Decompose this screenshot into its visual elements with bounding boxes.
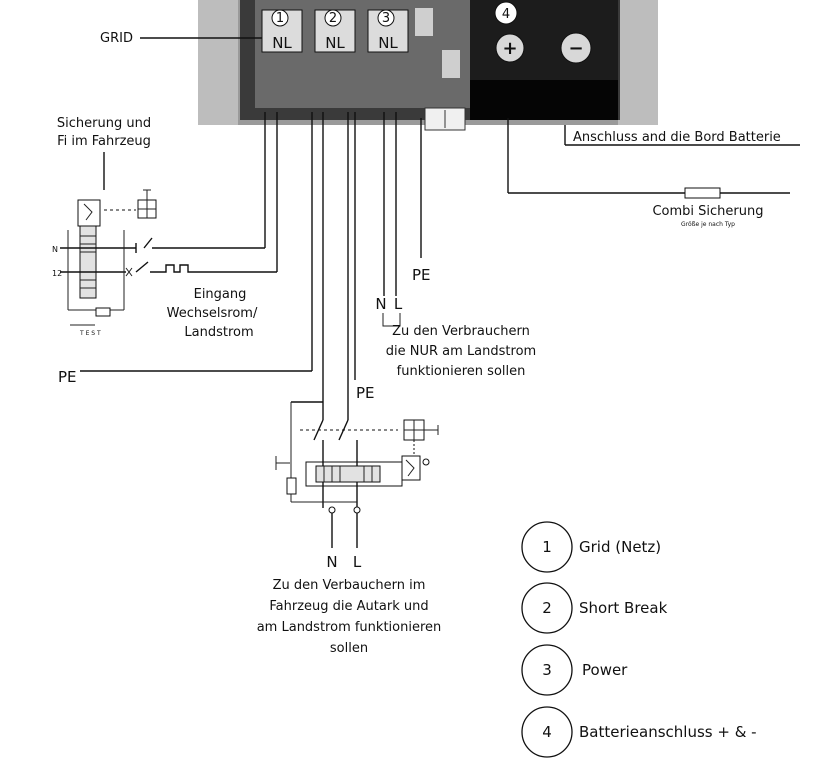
all-consumers-line3: am Landstrom funktionieren (257, 620, 442, 635)
terminal-number-2: 2 (329, 11, 337, 26)
legend-number-3: 3 (542, 661, 552, 679)
legend-circle-4 (521, 706, 573, 758)
upper-rcd-resistor (95, 307, 111, 317)
lower-rcd-trip-coil (405, 459, 415, 477)
legend: 1 Grid (Netz) 2 Short Break 3 Power 4 Ba… (521, 521, 757, 758)
upper-rcd-l-breaker (150, 264, 196, 273)
device-left-fins (198, 0, 238, 125)
battery-terminal-block (470, 0, 618, 80)
lower-rcd-trip-contact (422, 458, 430, 466)
input-label-line2: Wechselsrom/ (167, 306, 258, 321)
upper-rcd-test-label: T E S T (79, 330, 101, 337)
legend-number-2: 2 (542, 599, 552, 617)
pe-right-label: PE (412, 266, 431, 284)
shore-bracket (382, 313, 401, 327)
terminal-number-circle-4 (494, 1, 518, 25)
terminal-number-circle-3 (377, 9, 395, 27)
lower-rcd-test-button (275, 456, 290, 470)
upper-rcd-symbol: N 12 T E S T (52, 189, 277, 337)
device-relay (415, 8, 433, 36)
battery-connection-label: Anschluss and die Bord Batterie (573, 130, 781, 145)
battery-plus-sign: + (502, 38, 517, 59)
upper-rcd-trip-box (77, 199, 101, 227)
legend-circle-3 (521, 644, 573, 696)
all-consumers-line2: Fahrzeug die Autark und (269, 599, 428, 614)
terminal-number-3: 3 (382, 11, 390, 26)
upper-rcd-trip-coil (83, 203, 93, 221)
legend-text-3: Power (582, 661, 628, 679)
battery-plus-terminal (495, 33, 525, 63)
shore-consumers-line3: funktionieren sollen (397, 364, 526, 379)
lower-rcd-trip-box (401, 455, 421, 481)
lower-rcd-core (315, 465, 381, 483)
lower-n-label: N (326, 553, 337, 571)
shore-l-label: L (394, 295, 403, 313)
battery-terminal-base (470, 80, 618, 120)
all-consumers-line1: Zu den Verbauchern im (273, 578, 426, 593)
device-right-fins (618, 0, 658, 125)
lower-rcd-l-terminal (353, 506, 361, 514)
battery-minus-terminal (560, 32, 592, 64)
pe-left-label: PE (58, 368, 77, 386)
legend-circle-1 (521, 521, 573, 573)
input-label-line1: Eingang (194, 287, 247, 302)
combi-fuse-label: Combi Sicherung (652, 204, 763, 219)
upper-rcd-n-label: N (52, 245, 58, 254)
shore-consumers-line2: die NUR am Landstrom (386, 344, 536, 359)
lower-rcd-symbol (275, 401, 439, 548)
upper-rcd-core (79, 225, 97, 299)
fuse-label-line2: Fi im Fahrzeug (57, 134, 151, 149)
combi-fuse-symbol (684, 187, 721, 199)
combi-fuse-note: Größe je nach Typ (681, 221, 735, 228)
upper-rcd-l-switch-blade (135, 261, 149, 273)
grid-label: GRID (100, 31, 133, 46)
fuse-label-line1: Sicherung und (57, 116, 151, 131)
legend-number-4: 4 (542, 723, 552, 741)
legend-circle-2 (521, 582, 573, 634)
legend-text-1: Grid (Netz) (579, 538, 661, 556)
legend-text-2: Short Break (579, 599, 668, 617)
terminal-pins-1: NL (272, 34, 292, 52)
legend-text-4: Batterieanschluss + & - (579, 723, 757, 741)
lower-l-label: L (353, 553, 362, 571)
legend-number-1: 1 (542, 538, 552, 556)
terminal-number-4: 4 (502, 7, 510, 22)
upper-rcd-12-label: 12 (52, 269, 62, 278)
terminal-number-circle-2 (324, 9, 342, 27)
lower-rcd-n-terminal (328, 506, 336, 514)
inverter-device: 1 NL 2 NL 3 NL 4 + − (198, 0, 658, 131)
lower-rcd-resistor (286, 477, 297, 495)
terminal-pins-2: NL (325, 34, 345, 52)
battery-minus-sign: − (568, 38, 583, 59)
device-capacitor (442, 50, 460, 78)
terminal-pins-3: NL (378, 34, 398, 52)
shore-consumers-line1: Zu den Verbrauchern (392, 324, 530, 339)
pe-mid-label: PE (356, 384, 375, 402)
upper-rcd-n-switch-blade (143, 237, 153, 249)
terminal-number-circle-1 (271, 9, 289, 27)
upper-rcd-l-cross (125, 267, 133, 277)
terminal-number-1: 1 (276, 11, 284, 26)
input-label-line3: Landstrom (184, 325, 253, 340)
all-consumers-line4: sollen (330, 641, 368, 656)
shore-n-label: N (375, 295, 386, 313)
